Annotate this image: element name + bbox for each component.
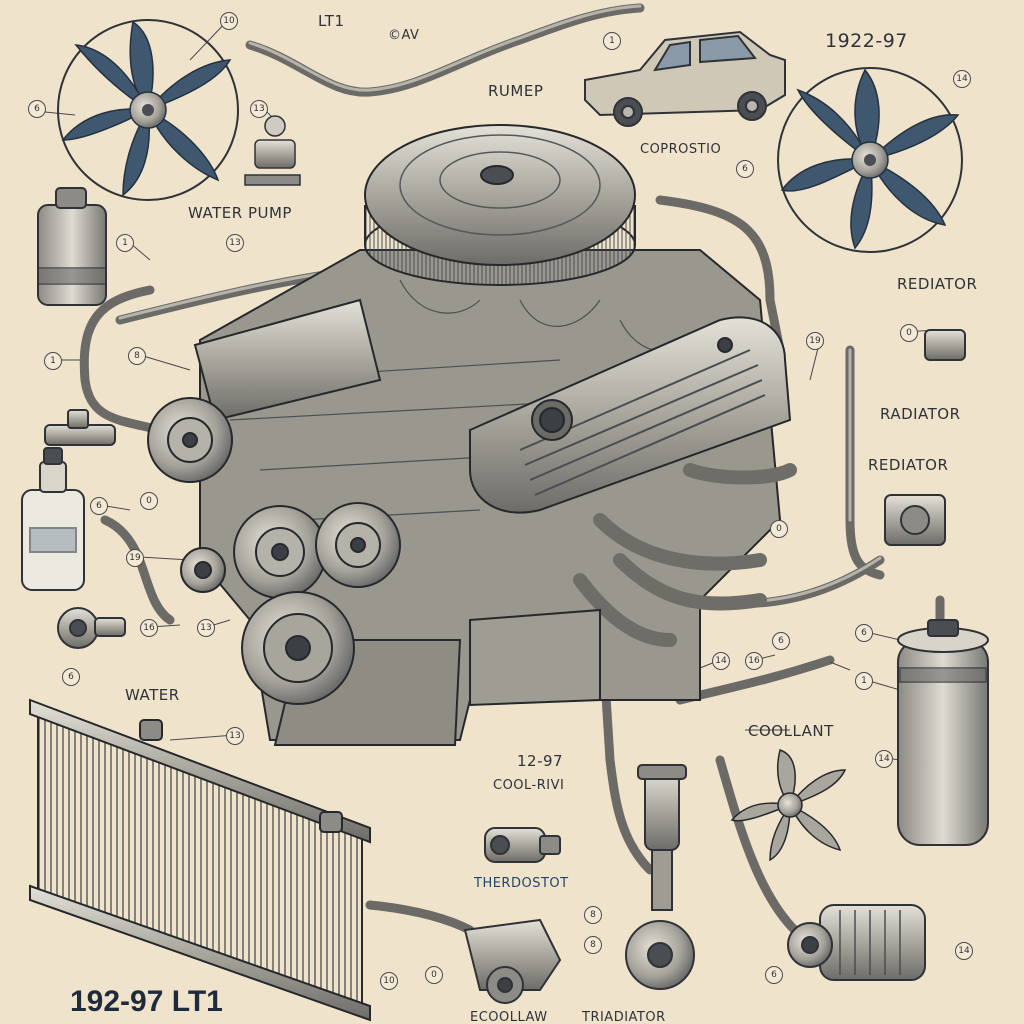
callout-marker: 13 [226, 234, 244, 252]
label-water-pump: WATER PUMP [188, 204, 292, 222]
callout-marker: 6 [28, 100, 46, 118]
callout-marker: 0 [140, 492, 158, 510]
fitting-icon [884, 329, 966, 546]
callout-marker: 19 [126, 549, 144, 567]
fan-icon [777, 67, 963, 253]
radiator-icon [29, 698, 371, 1022]
callout-marker: 8 [584, 936, 602, 954]
label-lt1: LT1 [318, 12, 345, 30]
label-radiator-1: REDIATOR [897, 275, 978, 293]
reservoir-icon [897, 619, 989, 846]
callout-marker: 10 [220, 12, 238, 30]
label-cool-rivi: COOL-RIVI [493, 778, 565, 793]
label-thermostat: THERDOSTOT [474, 876, 569, 891]
label-radiator-2: RADIATOR [880, 405, 961, 423]
callout-marker: 14 [953, 70, 971, 88]
callout-marker: 6 [772, 632, 790, 650]
pulley-icon [233, 505, 327, 599]
callout-marker: 6 [62, 668, 80, 686]
callout-marker: 6 [765, 966, 783, 984]
pulley-icon [315, 502, 401, 588]
callout-marker: 0 [900, 324, 918, 342]
label-coolant: COOLLANT [748, 722, 834, 740]
hose-left-bottle [100, 515, 175, 625]
callout-marker: 6 [90, 497, 108, 515]
air-cleaner-icon [364, 124, 636, 286]
callout-marker: 0 [425, 966, 443, 984]
fitting-icon [244, 115, 301, 186]
callout-marker: 16 [140, 619, 158, 637]
water-pump-icon [625, 764, 695, 990]
label-corrosion: COPROSTIO [640, 142, 722, 157]
callout-marker: 1 [44, 352, 62, 370]
callout-marker: 1 [116, 234, 134, 252]
callout-marker: 8 [584, 906, 602, 924]
label-bottom-title: 192-97 LT1 [70, 985, 223, 1018]
callout-marker: 14 [712, 652, 730, 670]
callout-marker: 1 [855, 672, 873, 690]
callout-marker: 8 [128, 347, 146, 365]
thermostat-icon [484, 827, 561, 863]
pulley-icon [241, 591, 355, 705]
water-pump-icon [463, 918, 562, 1004]
valve-icon [44, 409, 116, 446]
pulley-icon [180, 547, 226, 593]
callout-marker: 14 [875, 750, 893, 768]
label-pump: RUMEP [488, 82, 544, 100]
callout-marker: 6 [855, 624, 873, 642]
callout-marker: 13 [250, 100, 268, 118]
callout-marker: 14 [955, 942, 973, 960]
hose-bottom-right [715, 755, 805, 940]
water-pump-icon [57, 607, 126, 649]
label-bottom-right: TRIADIATOR [582, 1010, 666, 1024]
hose-rad-bottom [365, 900, 475, 935]
fan-icon [730, 749, 847, 862]
label-date-top: 1922-97 [825, 30, 908, 52]
hose-top [245, 3, 645, 97]
alternator-icon [147, 397, 233, 483]
callout-marker: 16 [745, 652, 763, 670]
label-cool-date: 12-97 [517, 752, 564, 770]
alternator-icon [787, 904, 926, 981]
callout-marker: 6 [736, 160, 754, 178]
callout-marker: 0 [770, 520, 788, 538]
hose-right-upper [655, 195, 785, 355]
fan-icon [57, 19, 239, 201]
label-bottom-left: ECOOLLAW [470, 1010, 548, 1024]
callout-marker: 19 [806, 332, 824, 350]
reservoir-icon [37, 187, 107, 306]
label-mark: ©AV [388, 28, 420, 43]
callout-marker: 13 [226, 727, 244, 745]
hose-center-down [595, 595, 655, 875]
callout-marker: 13 [197, 619, 215, 637]
label-radiator-3: REDIATOR [868, 456, 949, 474]
label-water: WATER [125, 686, 180, 704]
callout-marker: 1 [603, 32, 621, 50]
hose-left-upper [79, 285, 165, 435]
car-icon [584, 30, 786, 127]
callout-marker: 10 [380, 972, 398, 990]
coolant-bottle-icon [21, 447, 85, 591]
